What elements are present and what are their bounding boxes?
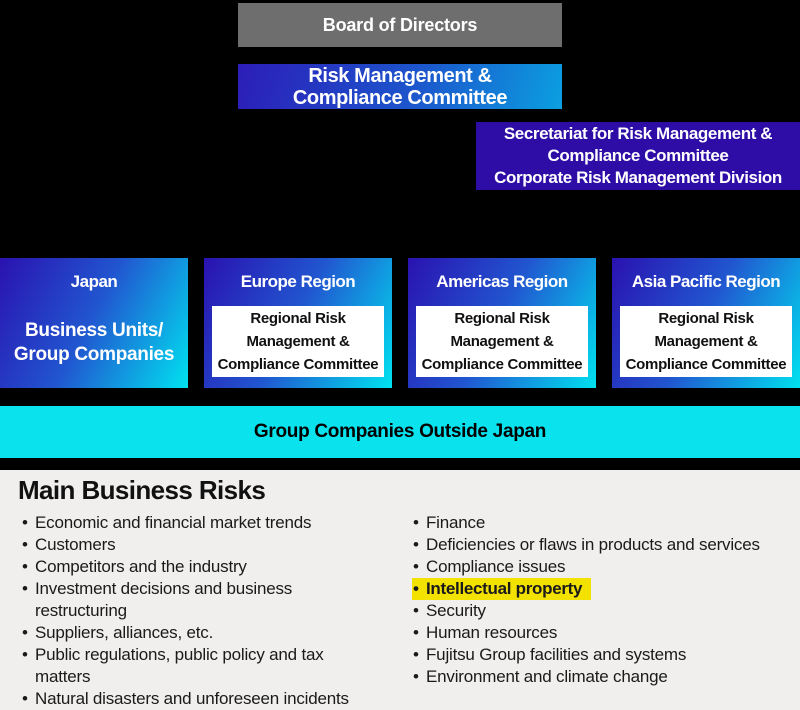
risk-item: •Economic and financial market trends: [22, 513, 312, 532]
region-asia-pacific-title: Asia Pacific Region: [631, 272, 781, 291]
committee-line: Compliance Committee: [421, 356, 583, 373]
bullet-icon: •: [413, 513, 419, 532]
bullet-icon: •: [413, 535, 419, 554]
risk-list-left: •Economic and financial market trends •C…: [21, 512, 379, 710]
outside-japan-label: Group Companies Outside Japan: [253, 421, 547, 442]
committee-line: Compliance Committee: [217, 356, 379, 373]
secretariat-label-line3: Corporate Risk Management Division: [494, 168, 782, 187]
bullet-icon: •: [22, 557, 28, 576]
risk-item: •Natural disasters and unforeseen incide…: [22, 689, 349, 708]
risk-item: •Human resources: [413, 623, 558, 642]
risk-item: •Environment and climate change: [413, 667, 668, 686]
risk-columns: •Economic and financial market trends •C…: [0, 512, 800, 710]
risk-item: •Suppliers, alliances, etc.: [22, 623, 214, 642]
secretariat-label-line2: Compliance Committee: [547, 146, 729, 165]
region-americas-title: Americas Region: [436, 272, 568, 291]
bullet-icon: •: [22, 623, 28, 642]
risk-item: •Security: [413, 601, 486, 620]
region-europe: Europe Region Regional Risk Management &…: [204, 258, 392, 388]
region-europe-title: Europe Region: [240, 272, 356, 291]
region-japan: Japan Business Units/ Group Companies: [0, 258, 188, 388]
regions-row: Japan Business Units/ Group Companies Eu…: [0, 258, 800, 388]
board-of-directors-box: Board of Directors: [238, 3, 562, 47]
committee-line: Regional Risk: [658, 310, 754, 327]
bullet-icon: •: [22, 535, 28, 554]
risk-item: •Fujitsu Group facilities and systems: [413, 645, 687, 664]
bullet-icon: •: [413, 645, 419, 664]
risk-management-compliance-committee-box: Risk Management & Compliance Committee: [238, 64, 562, 109]
bullet-icon: •: [22, 513, 28, 532]
bullet-icon: •: [413, 623, 419, 642]
secretariat-label-line1: Secretariat for Risk Management &: [503, 124, 773, 143]
region-americas: Americas Region Regional Risk Management…: [408, 258, 596, 388]
committee-line: Management &: [450, 333, 554, 350]
secretariat-box: Secretariat for Risk Management & Compli…: [476, 122, 800, 190]
bullet-icon: •: [22, 689, 28, 708]
committee-line: Regional Risk: [250, 310, 346, 327]
risk-item: •Compliance issues: [413, 557, 566, 576]
region-japan-title: Japan: [70, 272, 118, 291]
bullet-icon: •: [413, 557, 419, 576]
risk-item: •Investment decisions and business restr…: [22, 579, 293, 620]
japan-subtitle-line2: Group Companies: [13, 344, 175, 365]
risk-item-intellectual-property-highlighted: •Intellectual property: [412, 578, 592, 600]
committee-line: Management &: [654, 333, 758, 350]
group-companies-outside-japan-bar: Group Companies Outside Japan: [0, 406, 800, 458]
region-americas-committee-box: Regional Risk Management & Compliance Co…: [416, 306, 588, 377]
risk-list-right: •Finance •Deficiencies or flaws in produ…: [412, 512, 787, 688]
japan-subtitle-line1: Business Units/: [24, 320, 164, 341]
rmcc-label-line2: Compliance Committee: [292, 86, 508, 109]
main-business-risks-section: Main Business Risks •Economic and financ…: [0, 470, 800, 710]
risk-item: •Finance: [413, 513, 486, 532]
committee-line: Management &: [246, 333, 350, 350]
bullet-icon: •: [413, 667, 419, 686]
bullet-icon: •: [22, 645, 28, 664]
board-of-directors-label: Board of Directors: [322, 14, 478, 35]
bullet-icon: •: [413, 601, 419, 620]
bullet-icon: •: [22, 579, 28, 598]
risk-item: •Competitors and the industry: [22, 557, 247, 576]
region-japan-subtitle: Business Units/ Group Companies: [0, 306, 188, 388]
risk-item: •Deficiencies or flaws in products and s…: [413, 535, 760, 554]
committee-line: Compliance Committee: [625, 356, 787, 373]
committee-line: Regional Risk: [454, 310, 550, 327]
region-europe-committee-box: Regional Risk Management & Compliance Co…: [212, 306, 384, 377]
main-business-risks-title: Main Business Risks: [18, 475, 266, 505]
bullet-icon: •: [413, 579, 419, 598]
region-asia-pacific: Asia Pacific Region Regional Risk Manage…: [612, 258, 800, 388]
risk-item: •Public regulations, public policy and t…: [22, 645, 324, 686]
region-asia-pacific-committee-box: Regional Risk Management & Compliance Co…: [620, 306, 792, 377]
rmcc-label-line1: Risk Management &: [308, 64, 492, 87]
risk-item: •Customers: [22, 535, 116, 554]
